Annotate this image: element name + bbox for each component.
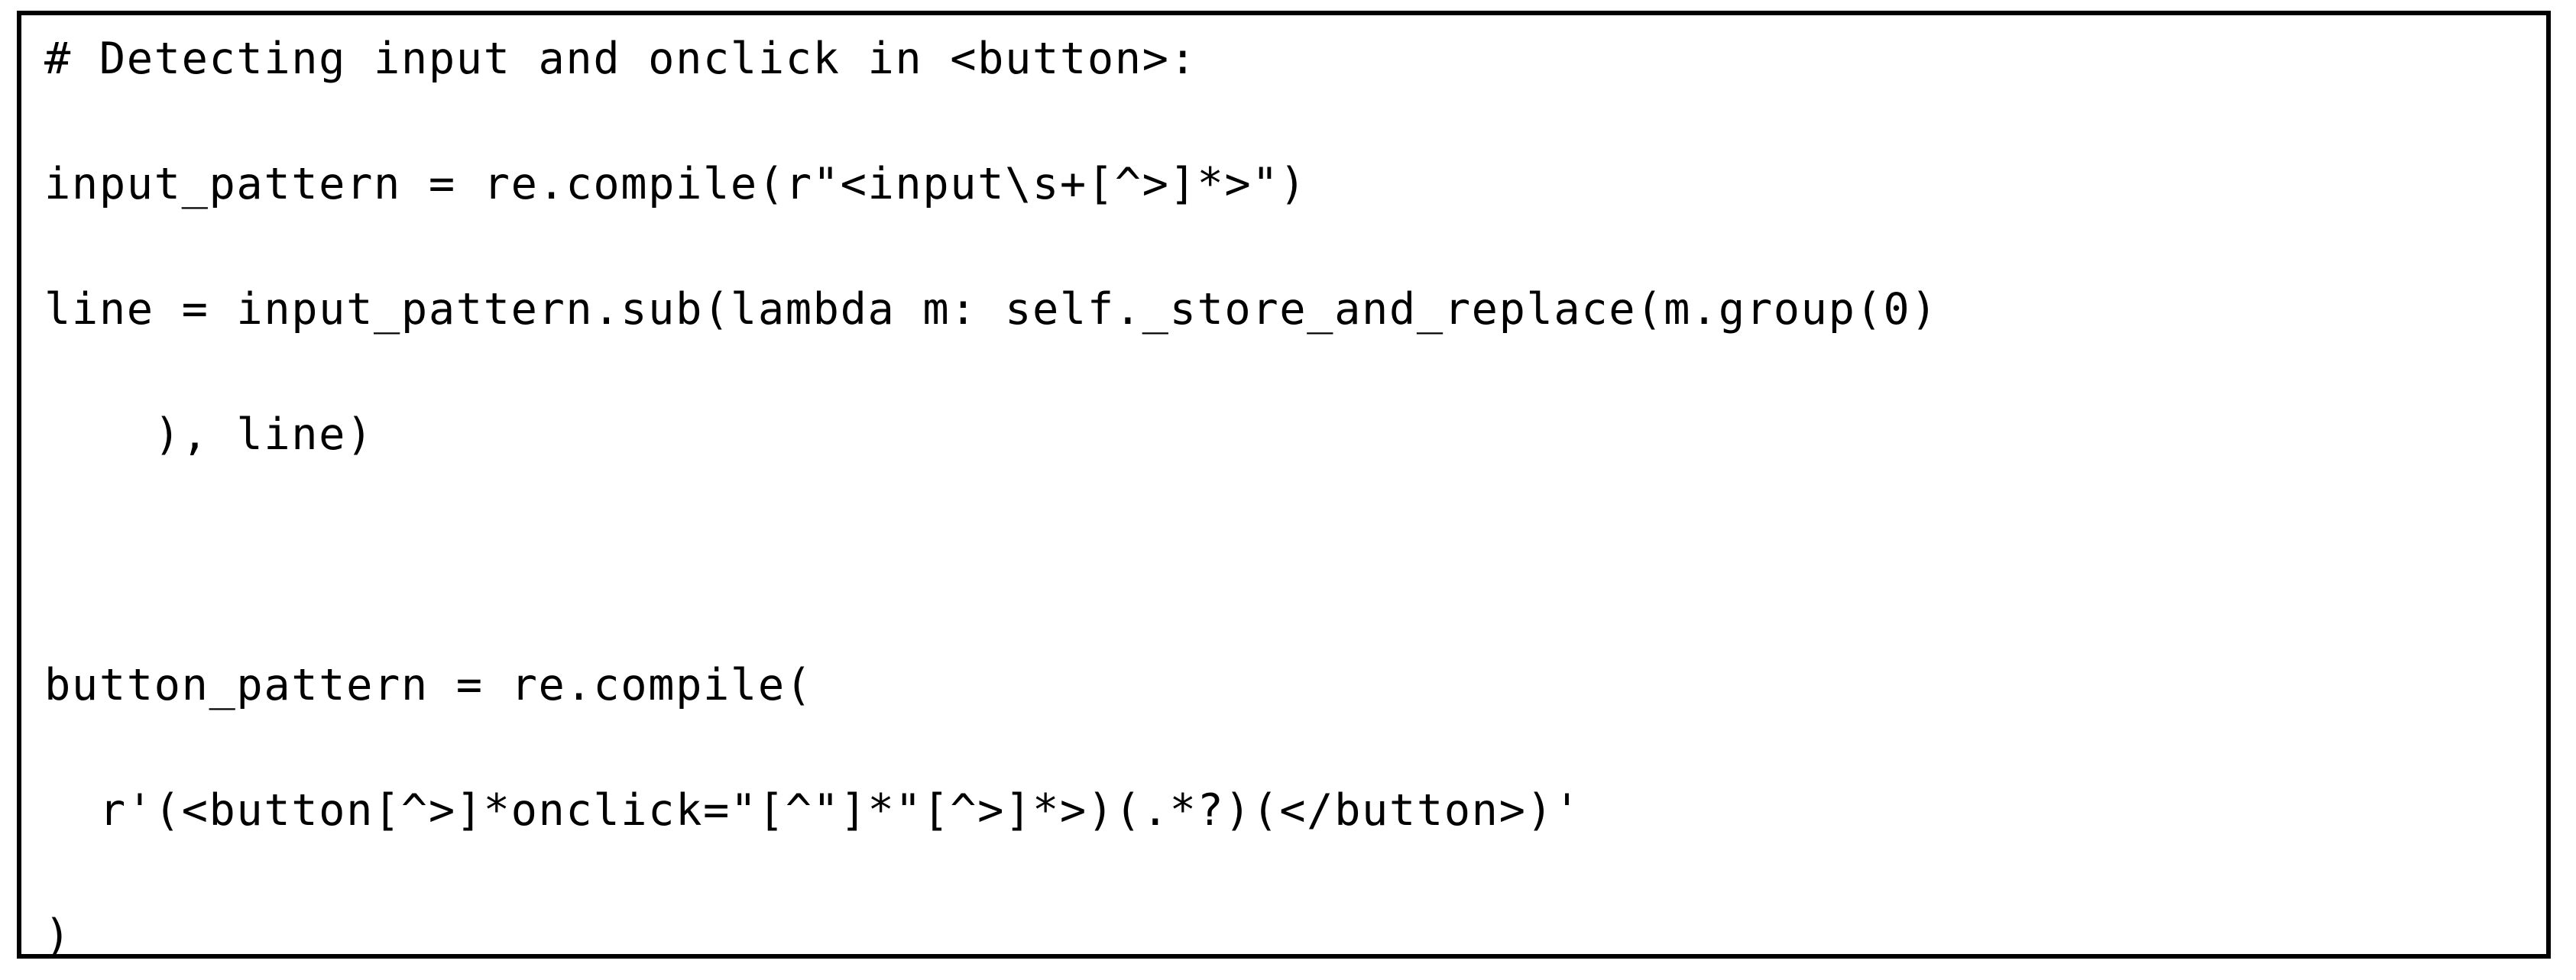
- code-listing-figure: # Detecting input and onclick in <button…: [17, 11, 2551, 959]
- code-line-5: [44, 529, 2539, 591]
- code-line-3: line = input_pattern.sub(lambda m: self.…: [44, 284, 1939, 335]
- code-line-2: input_pattern = re.compile(r"<input\s+[^…: [44, 159, 1307, 209]
- code-listing-body: # Detecting input and onclick in <button…: [44, 27, 2539, 959]
- code-line-8: ): [44, 910, 72, 959]
- code-line-6: button_pattern = re.compile(: [44, 660, 813, 710]
- code-line-1: # Detecting input and onclick in <button…: [44, 34, 1197, 84]
- code-line-7: r'(<button[^>]*onclick="[^"]*"[^>]*>)(.*…: [44, 785, 1582, 836]
- code-line-4: ), line): [44, 409, 374, 460]
